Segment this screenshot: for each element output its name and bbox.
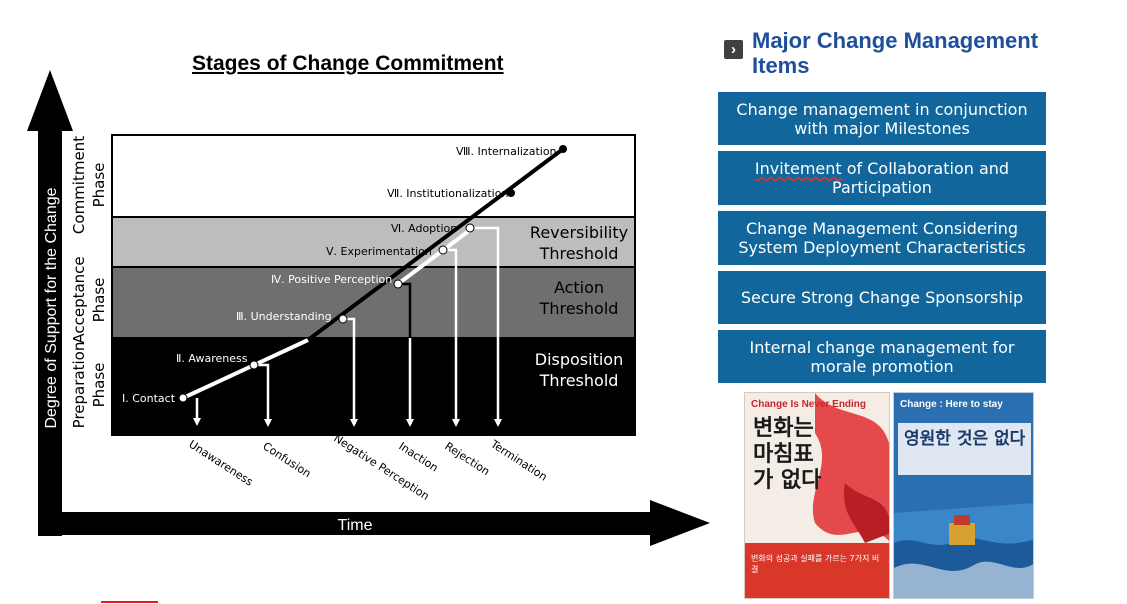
stage-label-understanding: Ⅲ. Understanding [236, 310, 332, 323]
acceptance-phase-label-2: Phase [90, 278, 108, 323]
disposition-threshold-label: Disposition [535, 350, 623, 369]
misspelled-word: Invitement [754, 159, 842, 178]
book-cover-change-here-to-stay: Change : Here to stay 영원한 것은 없다 [893, 392, 1034, 599]
commitment-band [111, 134, 636, 218]
x-axis-bar [38, 512, 653, 535]
y-axis-label: Degree of Support for the Change [43, 187, 60, 428]
book-title: 변화는 마침표가 없다 [753, 416, 822, 493]
stage-point-contact [178, 393, 188, 403]
change-item-text-rest: of Collaboration and Participation [832, 159, 1010, 197]
outcome-label-unawareness: Unawareness [186, 438, 255, 489]
outcome-label-termination: Termination [488, 437, 550, 484]
stage-label-experimentation: Ⅴ. Experimentation [326, 245, 432, 258]
drop-arrow-termination [470, 226, 502, 427]
change-item-text: Invitement of Collaboration and Particip… [724, 159, 1040, 197]
change-item-sponsorship: Secure Strong Change Sponsorship [718, 271, 1046, 324]
book-top-text: Change Is Never Ending [751, 399, 867, 410]
change-item-text: Change management in conjunction with ma… [736, 99, 1028, 138]
commitment-phase-label-2: Phase [90, 163, 108, 208]
action-threshold-label-2: Threshold [539, 299, 619, 318]
y-axis-arrowhead [27, 70, 73, 131]
right-panel-heading: Major Change Management Items [752, 28, 1039, 78]
acceptance-phase-label: Acceptance [70, 256, 88, 343]
book-top-text: Change : Here to stay [900, 399, 1003, 410]
book-cover-art [894, 393, 1033, 598]
change-commitment-diagram: Reversibility Threshold Action Threshold… [27, 70, 710, 546]
commitment-phase-label: Commitment [70, 136, 88, 234]
action-threshold-label: Action [554, 278, 604, 297]
stage-label-awareness: Ⅱ. Awareness [176, 352, 248, 365]
stage-point-positive-perception [393, 279, 403, 289]
stage-label-contact: Ⅰ. Contact [122, 392, 176, 405]
preparation-phase-label-2: Phase [90, 363, 108, 408]
book-cover-art [745, 393, 889, 598]
change-item-milestones: Change management in conjunction with ma… [718, 92, 1046, 145]
drop-arrow-confusion [254, 363, 272, 427]
book-cover-change-is-never-ending: Change Is Never Ending 변화는 마침표가 없다 변화의 성… [744, 392, 890, 599]
change-item-text: Change Management Considering System Dep… [738, 219, 1026, 257]
reversibility-band [111, 216, 636, 268]
stage-label-positive-perception: Ⅳ. Positive Perception [271, 273, 392, 286]
stage-point-internalization [559, 145, 567, 153]
change-item-morale: Internal change management for morale pr… [718, 330, 1046, 383]
outcome-label-negative-perception: Negative Perception [331, 432, 431, 503]
stage-label-institutionalization: Ⅶ. Institutionalization [387, 187, 508, 200]
x-axis-arrowhead [650, 500, 710, 546]
stage-point-awareness [249, 360, 259, 370]
disposition-threshold-label-2: Threshold [539, 371, 619, 390]
stage-point-understanding [338, 314, 348, 324]
outcome-label-confusion: Confusion [260, 440, 313, 481]
stage-point-institutionalization [507, 189, 515, 197]
y-axis-bar [38, 128, 62, 536]
outcome-label-rejection: Rejection [442, 440, 492, 479]
progress-line-white [182, 338, 309, 400]
reversibility-threshold-label-2: Threshold [539, 244, 619, 263]
change-item-text: Internal change management for morale pr… [749, 337, 1015, 376]
change-item-text: Secure Strong Change Sponsorship [740, 288, 1024, 307]
preparation-phase-label: Preparation [70, 342, 88, 429]
stage-label-adoption: Ⅵ. Adoption [391, 222, 457, 235]
stage-point-adoption [465, 223, 475, 233]
diagram-title: Stages of Change Commitment [192, 52, 504, 75]
progress-line-black [306, 147, 565, 342]
stage-point-experimentation [438, 245, 448, 255]
red-accent-line [101, 601, 158, 603]
book-band-text: 변화의 성공과 실패를 가르는 7가지 비결 [751, 554, 880, 574]
progress-line-white-2 [396, 225, 476, 286]
stage-label-internalization: Ⅷ. Internalization [456, 145, 557, 158]
x-axis-label: Time [338, 517, 373, 534]
change-item-system-deployment: Change Management Considering System Dep… [718, 211, 1046, 265]
chevron-right-icon: › [724, 40, 743, 59]
outcome-label-inaction: Inaction [396, 440, 440, 475]
reversibility-threshold-label: Reversibility [530, 223, 628, 242]
book-title: 영원한 것은 없다 [904, 429, 1026, 449]
change-item-collaboration: Invitement of Collaboration and Particip… [718, 151, 1046, 205]
